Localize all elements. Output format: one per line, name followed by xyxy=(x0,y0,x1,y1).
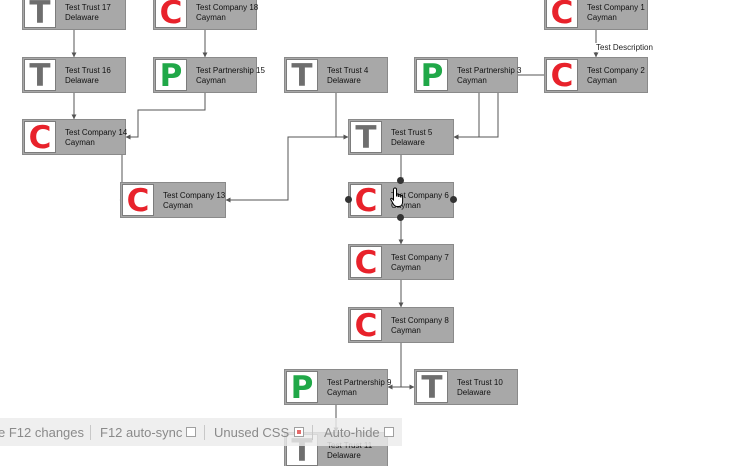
unused-css-label: Unused CSS xyxy=(214,425,290,440)
node-name: Test Company 8 xyxy=(391,316,449,325)
company-icon: C xyxy=(155,0,187,29)
node-jurisdiction: Cayman xyxy=(327,388,357,397)
node-jurisdiction: Cayman xyxy=(587,76,617,85)
node-jurisdiction: Cayman xyxy=(391,201,421,210)
node-name: Test Company 7 xyxy=(391,253,449,262)
trust-icon: T xyxy=(24,59,56,92)
node-jurisdiction: Cayman xyxy=(163,201,193,210)
hand-cursor-icon xyxy=(390,187,404,207)
save-f12-changes-button[interactable]: e F12 changes xyxy=(0,425,85,440)
node-name: Test Company 2 xyxy=(587,66,645,75)
toolbar-divider xyxy=(90,425,91,440)
node-name: Test Partnership 15 xyxy=(196,66,265,75)
edge-trust4-to-trust5[interactable] xyxy=(335,93,349,140)
partnership-icon: P xyxy=(286,371,318,404)
node-name: Test Company 14 xyxy=(65,128,128,137)
node-jurisdiction: Delaware xyxy=(65,13,99,22)
node-jurisdiction: Cayman xyxy=(587,13,617,22)
selection-handle-left[interactable] xyxy=(345,196,352,203)
toolbar-divider xyxy=(204,425,205,440)
edge-partnership15-to-company14[interactable] xyxy=(125,93,206,140)
selection-handle-top[interactable] xyxy=(397,177,404,184)
node-name: Test Trust 17 xyxy=(65,3,111,12)
node-name: Test Company 1 xyxy=(587,3,645,12)
node-name: Test Trust 10 xyxy=(457,378,503,387)
trust-icon: T xyxy=(286,59,318,92)
devtools-toolbar: e F12 changes F12 auto-sync Unused CSS A… xyxy=(0,418,402,446)
node-jurisdiction: Cayman xyxy=(457,76,487,85)
company-icon: C xyxy=(350,309,382,342)
node-name: Test Company 6 xyxy=(391,191,449,200)
f12-auto-sync-checkbox[interactable] xyxy=(186,427,196,437)
node-jurisdiction: Cayman xyxy=(65,138,95,147)
node-jurisdiction: Delaware xyxy=(391,138,425,147)
unused-css-checkbox[interactable] xyxy=(294,427,304,437)
node-jurisdiction: Delaware xyxy=(327,76,361,85)
company-icon: C xyxy=(122,184,154,217)
selection-handle-bottom[interactable] xyxy=(397,214,404,221)
trust-icon: T xyxy=(416,371,448,404)
f12-auto-sync-label: F12 auto-sync xyxy=(100,425,183,440)
partnership-icon: P xyxy=(416,59,448,92)
trust-icon: T xyxy=(24,0,56,29)
partnership-icon: P xyxy=(155,59,187,92)
node-name: Test Company 13 xyxy=(163,191,226,200)
company-icon: C xyxy=(350,246,382,279)
edge-label-test-description: Test Description xyxy=(595,43,654,52)
node-name: Test Trust 5 xyxy=(391,128,433,137)
company-icon: C xyxy=(24,121,56,154)
node-jurisdiction: Delaware xyxy=(327,451,361,460)
node-jurisdiction: Cayman xyxy=(196,76,226,85)
trust-icon: T xyxy=(350,121,382,154)
edge-trust5-to-company13[interactable] xyxy=(225,136,348,203)
node-name: Test Trust 4 xyxy=(327,66,369,75)
auto-hide-label: Auto-hide xyxy=(324,425,380,440)
node-name: Test Company 18 xyxy=(196,3,259,12)
node-name: Test Partnership 9 xyxy=(327,378,392,387)
company-icon: C xyxy=(546,59,578,92)
node-name: Test Trust 16 xyxy=(65,66,111,75)
node-name: Test Partnership 3 xyxy=(457,66,522,75)
auto-hide-checkbox[interactable] xyxy=(384,427,394,437)
node-jurisdiction: Cayman xyxy=(196,13,226,22)
node-jurisdiction: Cayman xyxy=(391,326,421,335)
company-icon: C xyxy=(546,0,578,29)
node-jurisdiction: Delaware xyxy=(457,388,491,397)
company-icon: C xyxy=(350,184,382,217)
node-jurisdiction: Cayman xyxy=(391,263,421,272)
toolbar-divider xyxy=(312,425,313,440)
node-jurisdiction: Delaware xyxy=(65,76,99,85)
selection-handle-right[interactable] xyxy=(450,196,457,203)
